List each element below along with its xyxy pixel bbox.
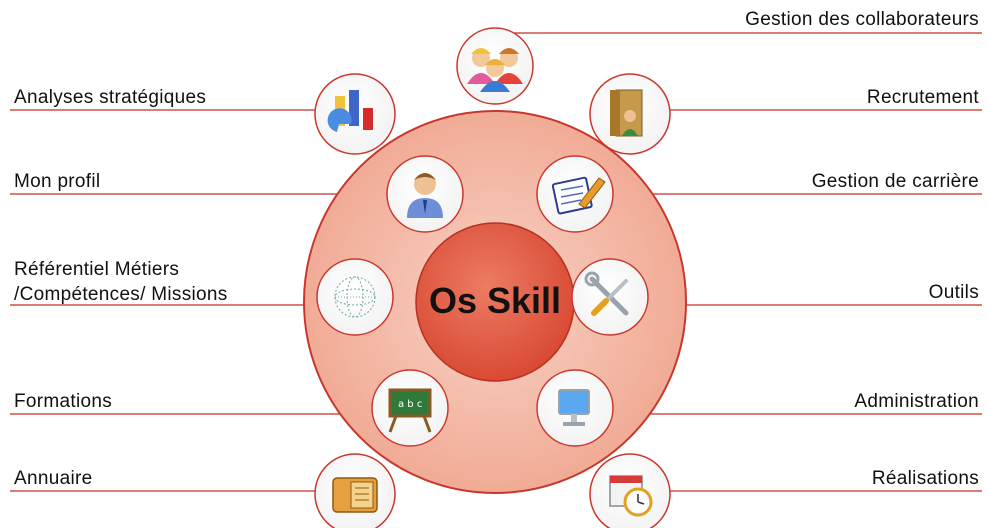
wallet-directory-icon [332,477,378,513]
chalkboard-icon: a b c [388,388,432,433]
label-administration[interactable]: Administration [854,391,979,412]
user-icon [407,173,443,218]
bar-chart-icon [327,90,373,132]
label-realisations[interactable]: Réalisations [871,468,979,489]
label-mon-profil[interactable]: Mon profil [14,171,101,192]
bubble-gestion-carriere[interactable] [536,155,614,233]
bubble-annuaire[interactable] [314,453,396,528]
door-person-icon [610,89,643,137]
network-globe-icon [334,276,376,318]
label-analyses[interactable]: Analyses stratégiques [14,87,207,108]
people-group-icon [467,48,523,92]
label-recrutement[interactable]: Recrutement [866,87,979,108]
bubble-outils[interactable] [571,258,649,336]
bubble-administration[interactable] [536,369,614,447]
label-formations[interactable]: Formations [14,391,113,412]
bubble-formations[interactable]: a b c [371,369,449,447]
bubble-mon-profil[interactable] [386,155,464,233]
label-annuaire[interactable]: Annuaire [14,468,93,489]
label-referentiel[interactable]: Référentiel Métiers /Compétences/ Missio… [14,259,228,305]
computer-monitor-icon [558,389,590,426]
bubble-realisations[interactable] [589,453,671,528]
label-outils[interactable]: Outils [928,282,979,303]
notepad-pen-icon [551,176,606,215]
label-gestion-collaborateurs[interactable]: Gestion des collaborateurs [745,9,979,30]
calendar-clock-icon [609,475,653,517]
bubble-referentiel[interactable] [316,258,394,336]
bubble-recrutement[interactable] [589,73,671,155]
center-title[interactable]: Os Skill [428,280,562,321]
label-gestion-carriere[interactable]: Gestion de carrière [811,171,979,192]
tools-icon [584,271,629,316]
bubble-gestion-collaborateurs[interactable] [456,27,534,105]
bubble-analyses[interactable] [314,73,396,155]
svg-text:a b c: a b c [398,399,422,410]
